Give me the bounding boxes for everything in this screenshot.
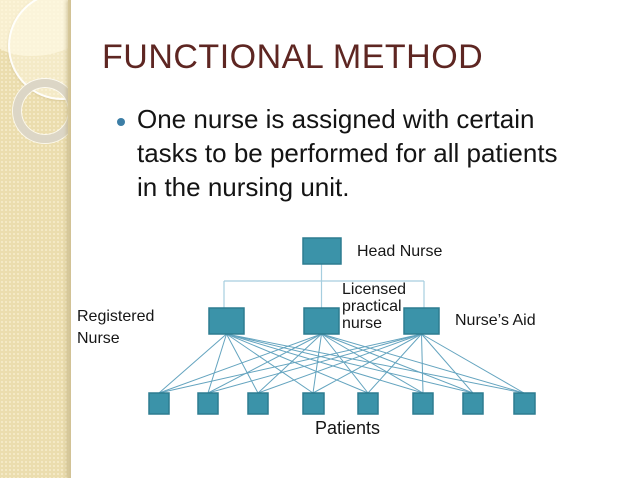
nurses-aid-box: [403, 307, 440, 335]
patient-box: [148, 392, 170, 415]
nurses-aid-label: Nurse’s Aid: [455, 312, 536, 329]
head-nurse-box: [302, 237, 342, 265]
bullet-marker: [117, 118, 125, 126]
licensed-practical-nurse-label: Licensed practical nurse: [342, 281, 407, 332]
sidebar-decoration: [0, 0, 71, 478]
patient-box: [247, 392, 269, 415]
head-nurse-label: Head Nurse: [357, 243, 443, 260]
slide-title: FUNCTIONAL METHOD: [102, 38, 484, 76]
patient-box: [197, 392, 219, 415]
patient-box: [462, 392, 484, 415]
sidebar-edge-shadow: [68, 0, 71, 478]
patient-box: [302, 392, 325, 415]
patient-box: [412, 392, 434, 415]
licensed-practical-nurse-box: [303, 307, 340, 335]
registered-nurse-box: [208, 307, 245, 335]
patient-box: [513, 392, 536, 415]
elbow-connectors: [223, 264, 425, 308]
bullet-text: One nurse is assigned with certain tasks…: [137, 104, 558, 202]
nurse-to-patient-lines: [158, 333, 525, 394]
patient-box: [357, 392, 379, 415]
registered-nurse-label: Registered Nurse: [77, 308, 155, 347]
patients-label: Patients: [315, 418, 381, 438]
